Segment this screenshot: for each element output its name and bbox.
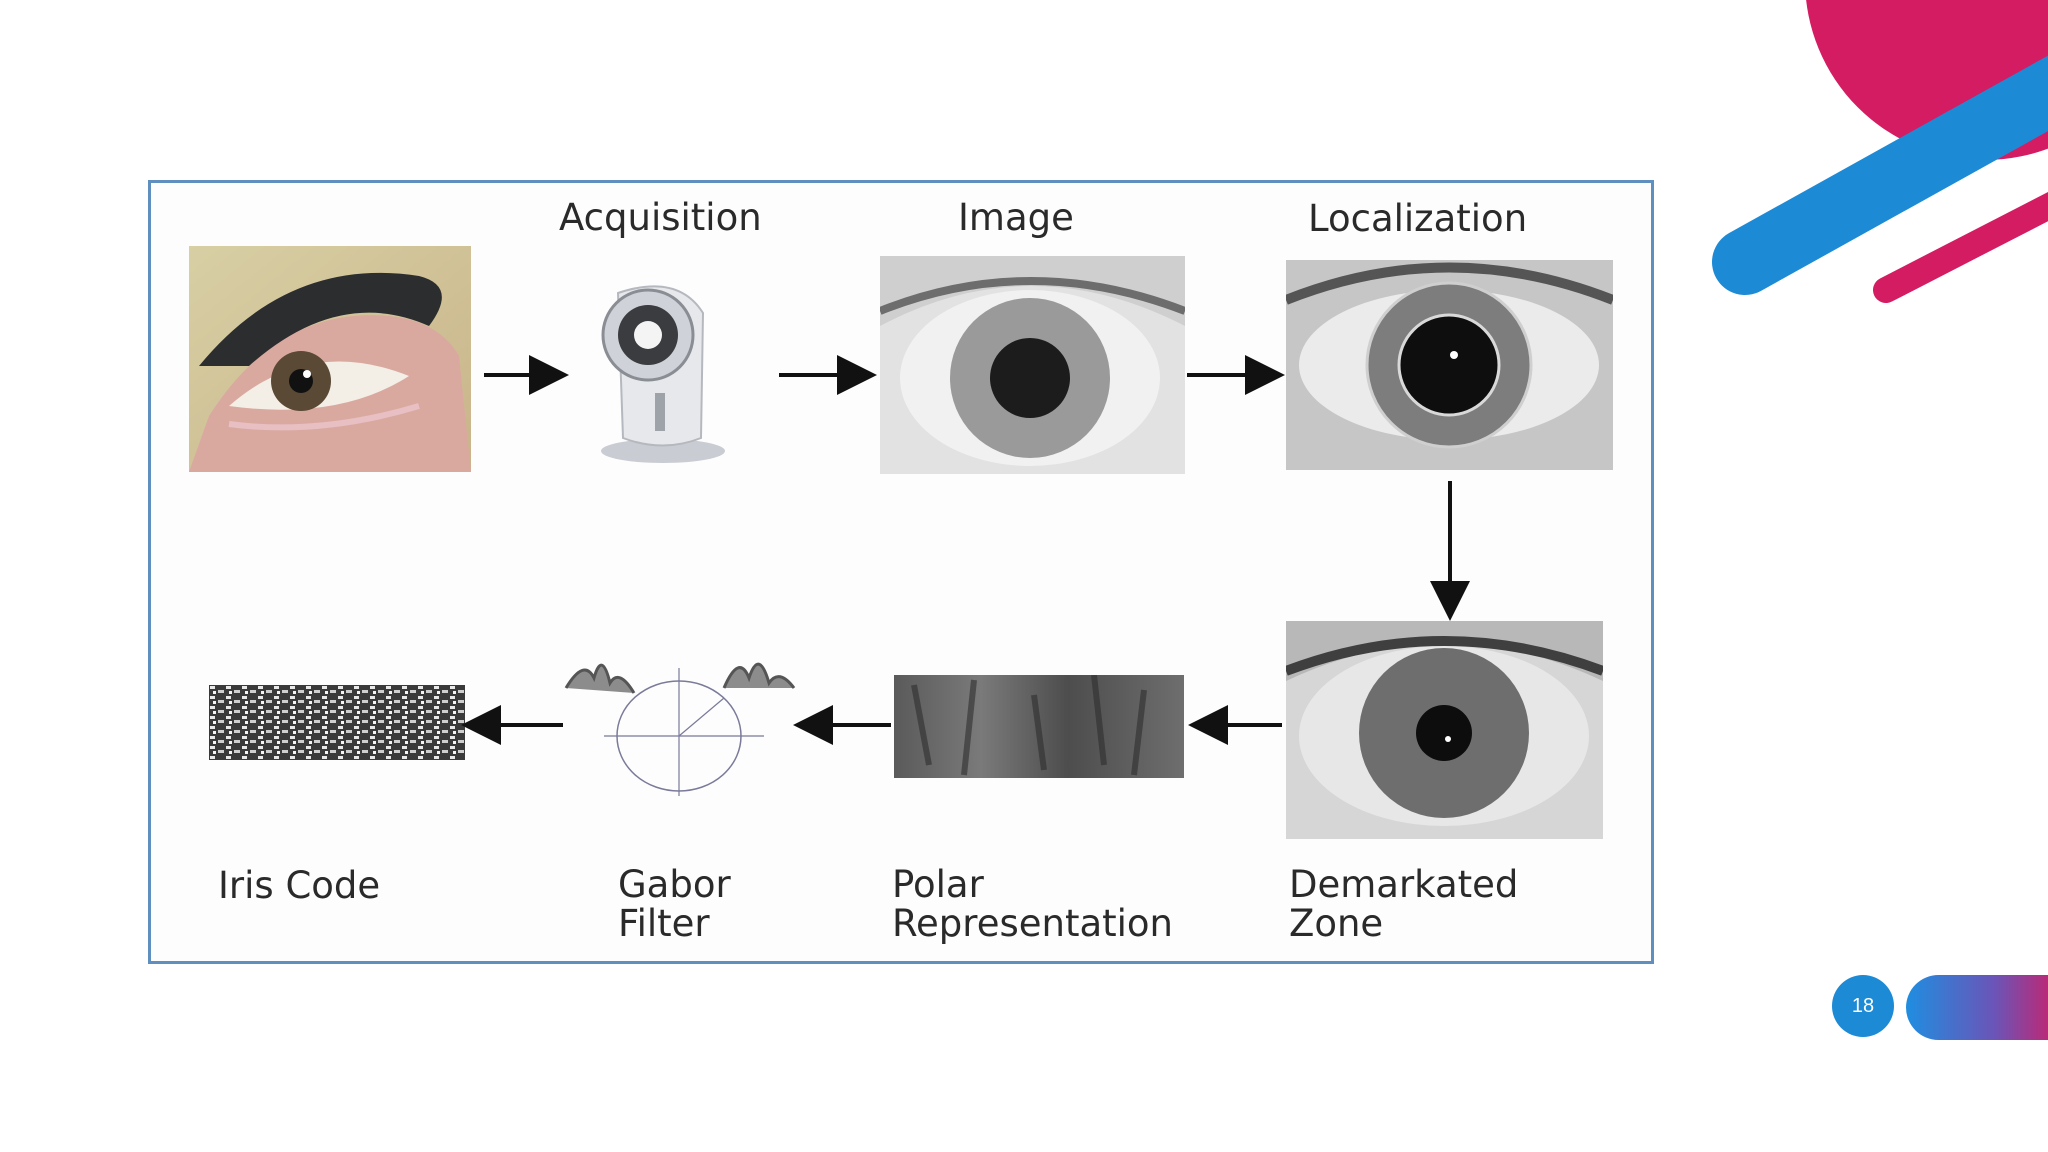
slide-number-badge: 18	[1832, 975, 1894, 1037]
demarkated-zone-eye-image	[1286, 621, 1603, 839]
label-iris-code: Iris Code	[218, 864, 381, 907]
eye-photo	[189, 246, 471, 472]
label-polar-line2: Representation	[892, 902, 1174, 945]
gabor-filter-illustration	[564, 648, 804, 798]
label-polar-line1: Polar	[892, 863, 984, 906]
flow-arrows	[461, 355, 1470, 745]
corner-gradient-bar	[1906, 975, 2048, 1040]
pink-diagonal-stroke	[1873, 191, 2048, 303]
grayscale-eye-image	[880, 256, 1185, 474]
label-demarkated-line1: Demarkated	[1289, 863, 1519, 906]
localization-eye-image	[1286, 260, 1613, 470]
blue-diagonal-stroke	[1712, 55, 2048, 295]
label-demarkated-line2: Zone	[1289, 902, 1384, 945]
label-gabor-filter-line2: Filter	[618, 902, 710, 945]
iris-recognition-diagram: Acquisition Image Localization Iris Code…	[148, 180, 1654, 964]
iris-code-pattern	[209, 685, 465, 760]
label-gabor-filter-line1: Gabor	[618, 863, 731, 906]
label-localization: Localization	[1308, 197, 1528, 240]
polar-representation-strip	[894, 675, 1184, 778]
label-image: Image	[958, 196, 1074, 239]
acquisition-camera-device	[583, 273, 733, 468]
label-acquisition: Acquisition	[559, 196, 762, 239]
